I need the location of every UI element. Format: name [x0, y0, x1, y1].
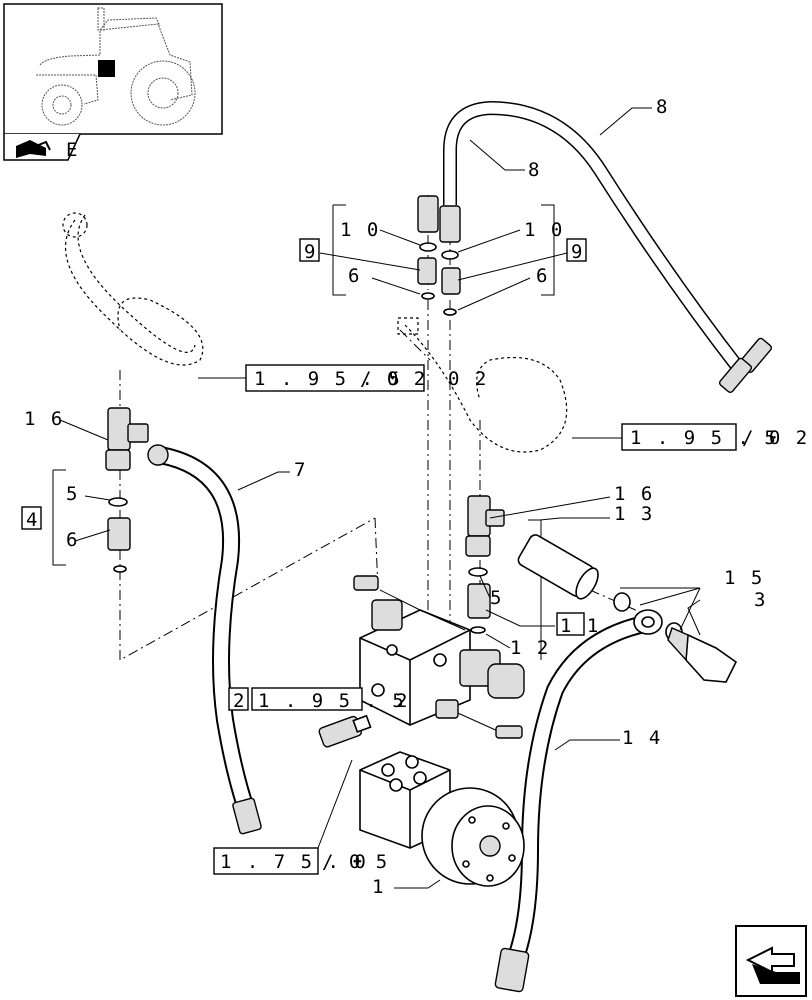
- callout-16-left: 1 6: [24, 408, 64, 430]
- section-letter: E: [66, 139, 79, 161]
- ref-bottom-suffix: / 0 5: [322, 851, 389, 873]
- callout-4: 4: [26, 509, 39, 531]
- check-valve-13[interactable]: [516, 533, 602, 602]
- steering-unit-1[interactable]: [359, 751, 525, 887]
- tee-fitting-16-left[interactable]: [105, 407, 149, 471]
- callout-8-top: 8: [656, 96, 669, 118]
- callout-8-mid: 8: [528, 159, 541, 181]
- tractor-locator-icon: [36, 7, 196, 126]
- callout-6-top-left: 6: [348, 265, 361, 287]
- ref-mid-tail: 2: [396, 690, 409, 712]
- callout-13: 1 3: [614, 503, 654, 525]
- hose-7[interactable]: [147, 444, 262, 835]
- callout-9-right: 9: [571, 241, 584, 263]
- callout-6-top-right: 6: [536, 265, 549, 287]
- reference-hose-left: [62, 212, 204, 366]
- callout-7: 7: [294, 459, 307, 481]
- callout-2: 2: [233, 690, 246, 712]
- callout-12: 1 2: [510, 637, 550, 659]
- next-page-arrow-icon[interactable]: [735, 925, 807, 997]
- ref-right-box: 1 . 9 5 . 5: [630, 427, 778, 449]
- callout-15: 1 5: [724, 567, 764, 589]
- hose-14[interactable]: [494, 609, 663, 993]
- callout-10-right: 1 0: [524, 219, 564, 241]
- locator-marker: [98, 60, 115, 77]
- callout-3: 3: [754, 589, 767, 611]
- callout-14: 1 4: [622, 727, 662, 749]
- pressure-sensor[interactable]: [318, 712, 372, 748]
- tractor-thumbnail[interactable]: E: [3, 3, 223, 161]
- valve-block-assembly[interactable]: [353, 575, 525, 739]
- callout-16-right: 1 6: [614, 483, 654, 505]
- tee-fitting-16-right[interactable]: [465, 495, 505, 557]
- section-book-icon: [16, 140, 51, 158]
- callout-10-left: 1 0: [340, 219, 380, 241]
- callout-5-right: 5: [490, 587, 503, 609]
- leader-lines: [59, 107, 701, 889]
- callout-9-left: 9: [304, 241, 317, 263]
- callout-labels: 8 8 1 0 1 0 9 9 6 6 1 . 9 5 . 5 / 0 2 0 …: [21, 96, 809, 898]
- hose-pair-8[interactable]: [417, 84, 773, 394]
- ref-mid-box: 1 . 9 5 . 5: [258, 690, 406, 712]
- fittings-top-group[interactable]: [332, 204, 555, 316]
- callout-1: 1: [372, 876, 385, 898]
- banjo-bolt-3[interactable]: [667, 627, 738, 683]
- ref-left-tail: 0 2: [448, 368, 488, 390]
- reference-hose-right: [397, 317, 568, 453]
- callout-11: 1 1: [560, 615, 600, 637]
- ref-left-box: 1 . 9 5 . 5: [254, 368, 402, 390]
- fittings-right-group[interactable]: [467, 519, 542, 660]
- ref-right-suffix: / 0 2: [742, 427, 809, 449]
- ref-left-suffix: / 0 2: [360, 368, 427, 390]
- callout-6-left: 6: [66, 529, 79, 551]
- ref-bottom-box: 1 . 7 5 . 0: [220, 851, 368, 873]
- callout-5-left: 5: [66, 483, 79, 505]
- fittings-left-group[interactable]: [52, 469, 131, 573]
